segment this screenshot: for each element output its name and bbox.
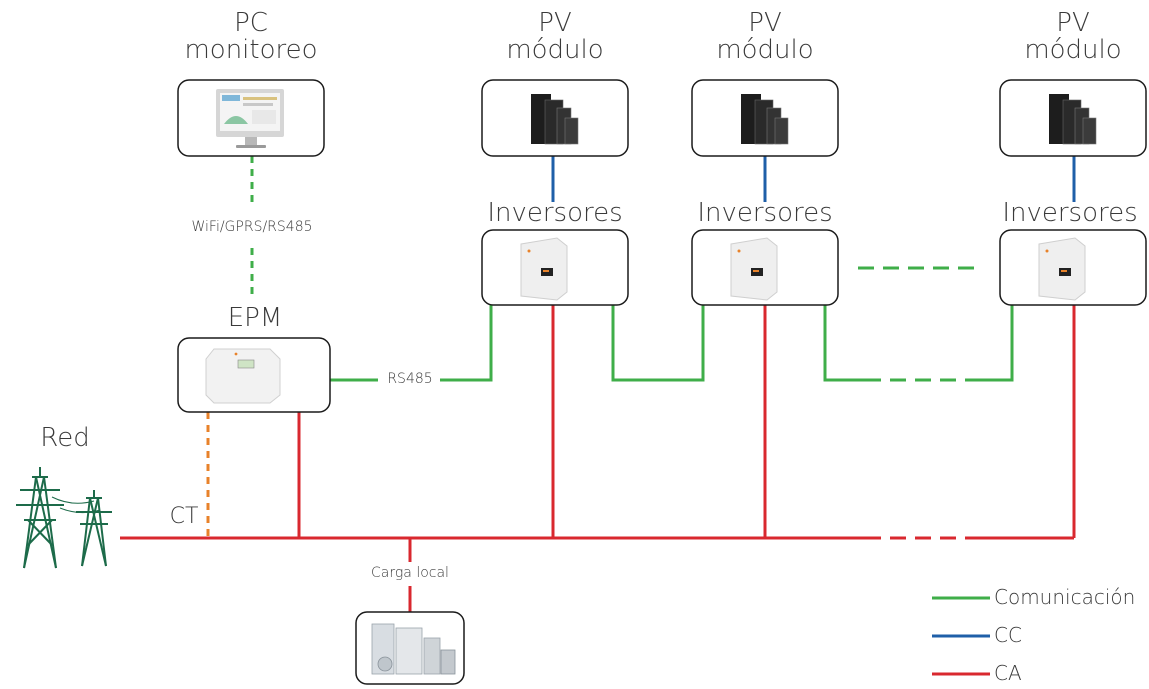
inverter-icon — [999, 229, 1147, 306]
pv-title-n: PV módulo — [1000, 8, 1146, 66]
pv-title-n-line1: PV — [1056, 8, 1090, 38]
pv-title-2-line1: PV — [748, 8, 782, 38]
pc-title: PC monitoreo — [178, 8, 324, 66]
inverter-icon — [691, 229, 839, 306]
wire-comm-epm-inv1-b — [440, 305, 493, 382]
legend-dc: CC — [994, 623, 1022, 647]
wire-comm-inv2-invn — [823, 305, 865, 382]
epm-device-icon — [177, 337, 331, 413]
wifi-label: WiFi/GPRS/RS485 — [162, 220, 342, 235]
transmission-tower-icon — [16, 467, 112, 569]
pv-title-1-line1: PV — [538, 8, 572, 38]
legend-ac: CA — [994, 661, 1022, 685]
pv-title-1: PV módulo — [482, 8, 628, 66]
inverter-icon — [481, 229, 629, 306]
monitor-icon — [177, 79, 325, 157]
pv-title-1-line2: módulo — [506, 35, 604, 66]
wire-comm-inv1-inv2 — [611, 305, 705, 382]
pc-title-line2: monitoreo — [184, 35, 318, 66]
inverter-title-2: Inversores — [697, 198, 833, 228]
solar-panel-icon — [481, 79, 629, 157]
appliances-icon — [355, 611, 465, 685]
inverter-title-n: Inversores — [1002, 198, 1138, 228]
pv-title-n-line2: módulo — [1024, 35, 1122, 66]
pv-title-2: PV módulo — [692, 8, 838, 66]
rs485-label: RS485 — [380, 372, 440, 387]
ct-label: CT — [169, 504, 199, 529]
inverter-title-1: Inversores — [487, 198, 623, 228]
grid-title: Red — [40, 423, 90, 453]
epm-title: EPM — [227, 303, 283, 333]
pc-title-line1: PC — [234, 8, 268, 38]
pv-title-2-line2: módulo — [716, 35, 814, 66]
load-label: Carga local — [355, 566, 465, 581]
legend-comm: Comunicación — [994, 585, 1136, 609]
solar-panel-icon — [691, 79, 839, 157]
solar-panel-icon — [999, 79, 1147, 157]
wire-comm-invn — [972, 305, 1014, 382]
